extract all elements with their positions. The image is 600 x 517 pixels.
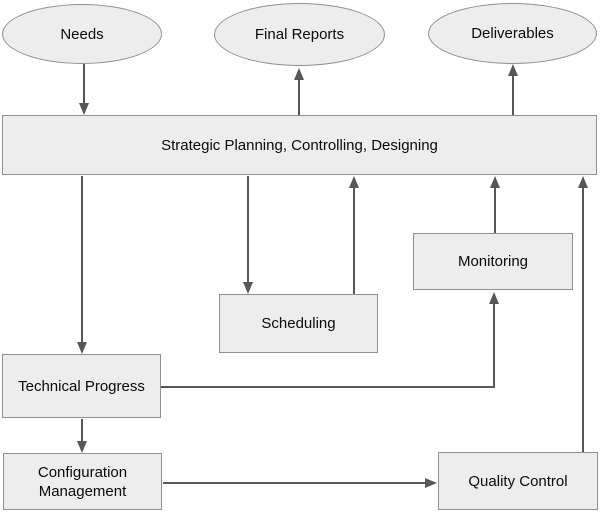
node-final-reports-label: Final Reports xyxy=(254,26,345,43)
node-deliverables: Deliverables xyxy=(428,3,597,64)
node-final-reports: Final Reports xyxy=(214,3,385,66)
node-quality-control: Quality Control xyxy=(438,452,598,510)
node-strategic-planning-label: Strategic Planning, Controlling, Designi… xyxy=(161,136,438,154)
node-needs-label: Needs xyxy=(60,25,104,43)
node-configuration-management-label: Configuration Management xyxy=(37,463,128,500)
node-needs: Needs xyxy=(2,4,162,64)
node-monitoring: Monitoring xyxy=(413,233,573,290)
node-technical-progress-label: Technical Progress xyxy=(18,377,145,395)
node-strategic-planning: Strategic Planning, Controlling, Designi… xyxy=(2,115,597,175)
node-quality-control-label: Quality Control xyxy=(468,472,568,490)
node-scheduling: Scheduling xyxy=(219,294,378,353)
node-technical-progress: Technical Progress xyxy=(2,354,161,418)
node-monitoring-label: Monitoring xyxy=(457,253,529,270)
node-configuration-management: Configuration Management xyxy=(3,453,162,510)
node-scheduling-label: Scheduling xyxy=(261,315,336,332)
node-deliverables-label: Deliverables xyxy=(471,25,554,42)
